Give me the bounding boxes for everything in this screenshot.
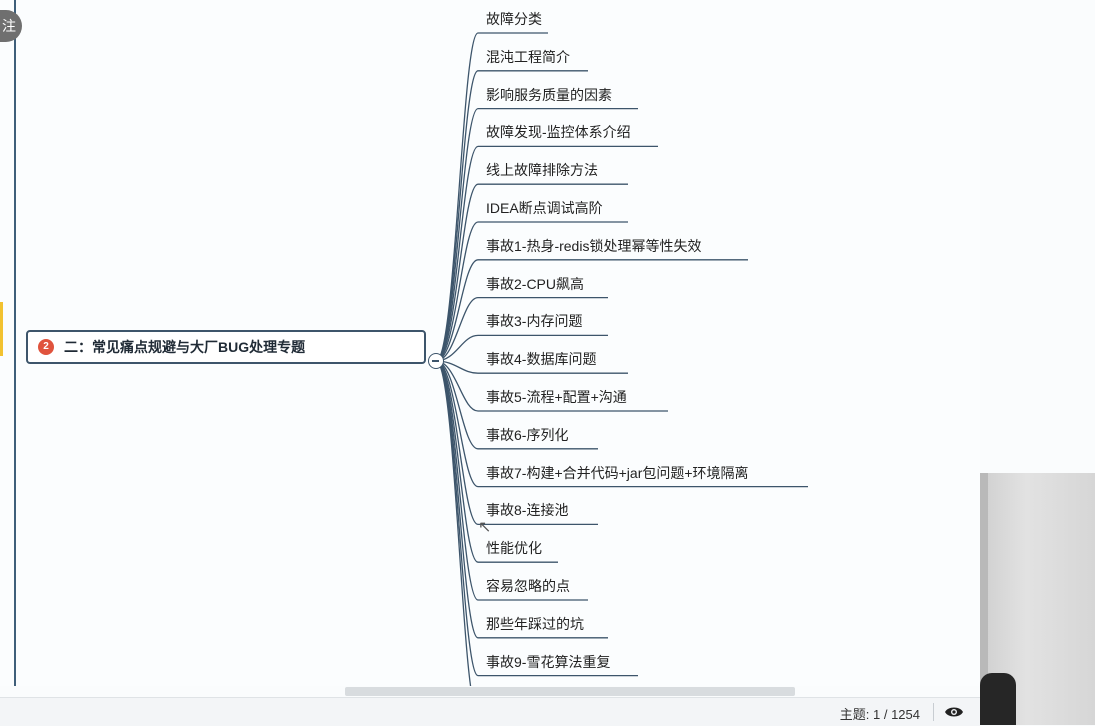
branch-line <box>435 360 472 686</box>
follow-badge[interactable]: 注 <box>0 10 22 42</box>
branch-line <box>435 360 598 526</box>
webcam-overlay <box>980 473 1095 725</box>
subtopic-node[interactable]: 混沌工程简介 <box>486 48 570 65</box>
subtopic-node[interactable]: IDEA断点调试高阶 <box>486 200 603 216</box>
subtopic-node[interactable]: 线上故障排除方法 <box>486 162 598 179</box>
status-divider <box>933 703 934 721</box>
subtopic-node[interactable]: 事故7-构建+合并代码+jar包问题+环境隔离 <box>486 464 749 481</box>
subtopic-node[interactable]: 容易忽略的点 <box>486 578 570 594</box>
parent-connector-line <box>14 0 16 686</box>
subtopic-node[interactable]: 故障发现-监控体系介绍 <box>486 124 631 141</box>
subtopic-node[interactable]: 事故2-CPU飙高 <box>486 275 585 292</box>
subtopic-node[interactable]: 影响服务质量的因素 <box>486 86 612 103</box>
eye-icon[interactable] <box>944 705 964 719</box>
priority-icon: 2 <box>38 339 54 355</box>
subtopic-node[interactable]: 故障分类 <box>486 11 542 27</box>
selection-marker <box>0 302 3 356</box>
root-topic[interactable]: 2 二：常见痛点规避与大厂BUG处理专题 <box>26 330 426 364</box>
mouse-cursor-icon: ↖ <box>478 519 492 536</box>
subtopic-node[interactable]: 事故3-内存问题 <box>486 313 583 330</box>
subtopic-node[interactable]: 事故4-数据库问题 <box>486 351 597 368</box>
branch-line <box>435 107 638 362</box>
subtopic-node[interactable]: 性能优化 <box>486 540 542 557</box>
subtopic-node[interactable]: 事故6-序列化 <box>486 426 569 443</box>
branch-line <box>435 183 628 362</box>
subtopic-node[interactable]: 事故1-热身-redis锁处理幂等性失效 <box>486 237 702 254</box>
subtopic-node[interactable]: 事故9-雪花算法重复 <box>486 653 611 670</box>
topic-count: 主题: 1 / 1254 <box>839 707 920 722</box>
status-bar: 主题: 1 / 1254 <box>0 697 980 726</box>
subtopic-node[interactable]: 事故5-流程+配置+沟通 <box>486 389 627 405</box>
horizontal-scrollbar[interactable] <box>345 687 795 696</box>
subtopic-node[interactable]: 那些年踩过的坑 <box>486 615 584 632</box>
branch-line <box>435 221 628 362</box>
webcam-background <box>980 473 988 725</box>
webcam-person <box>980 673 1016 725</box>
collapse-toggle-icon[interactable] <box>428 353 444 369</box>
root-topic-label: 二：常见痛点规避与大厂BUG处理专题 <box>64 339 306 355</box>
branch-line <box>435 145 658 362</box>
mindmap-canvas[interactable]: 注 2 二：常见痛点规避与大厂BUG处理专题 故障分类混沌工程简介影响服务质量的… <box>0 0 980 686</box>
branch-line <box>435 259 748 362</box>
subtopic-node[interactable]: 事故8-连接池 <box>486 502 569 519</box>
